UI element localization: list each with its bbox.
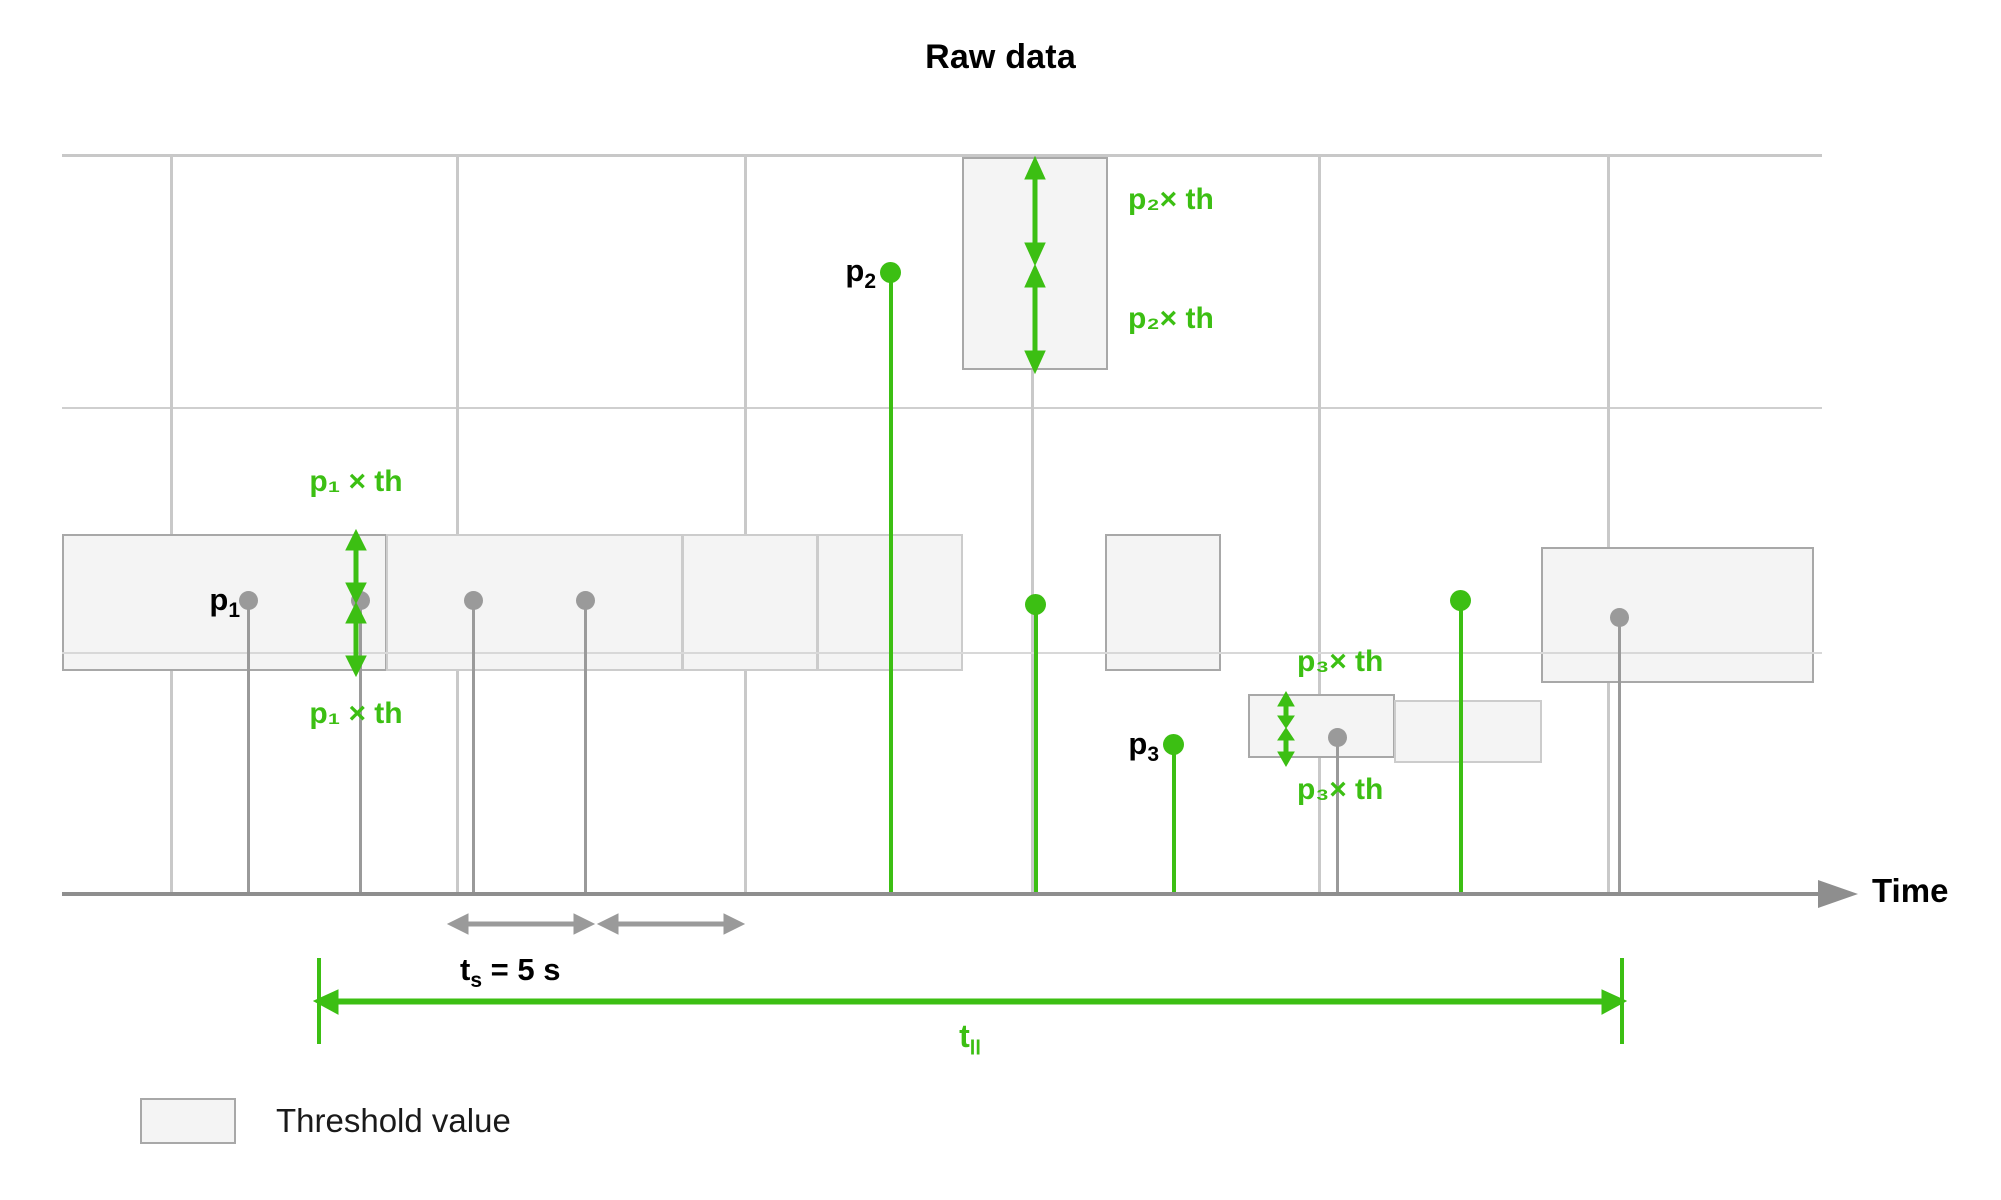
arrow-p1-threshold [345, 528, 367, 678]
label-p1-base: p [209, 582, 229, 617]
threshold-box-3 [682, 534, 818, 671]
label-p2-subscript: 2 [864, 270, 876, 294]
stem-peak-p2 [889, 272, 893, 894]
threshold-box-1 [62, 534, 387, 671]
stem-point-1 [247, 600, 250, 894]
threshold-box-7 [1541, 547, 1814, 683]
time-axis-arrowhead [1818, 880, 1858, 908]
stem-peak-4 [1459, 600, 1463, 894]
threshold-box-6 [1105, 534, 1221, 671]
gridline-vertical-6 [1607, 155, 1610, 895]
label-p3-th-top: p₃× th [1297, 645, 1384, 678]
label-p1-th-bottom: p₁ × th [309, 697, 403, 730]
label-p3-th-bottom: p₃× th [1297, 773, 1384, 806]
time-axis-label: Time [1872, 872, 1949, 909]
legend-label-threshold: Threshold value [276, 1102, 511, 1139]
arrow-p2-threshold [1024, 155, 1046, 375]
data-point-p1 [239, 591, 258, 610]
gridline-horizontal-2 [62, 407, 1822, 409]
threshold-box-p3-left [1248, 694, 1395, 758]
ts-measure-arrows [446, 913, 746, 935]
gridline-vertical-5 [1318, 155, 1321, 895]
label-p2: p2 [845, 253, 876, 294]
stem-peak-2 [1034, 604, 1038, 894]
gridline-vertical-3 [744, 155, 747, 895]
gridline-horizontal-top [62, 154, 1822, 157]
stem-point-3 [472, 600, 475, 894]
stem-peak-p3 [1172, 744, 1176, 894]
label-p1-th-top: p₁ × th [309, 465, 403, 498]
label-p2-th-bottom: p₂× th [1128, 302, 1214, 335]
label-p2-base: p [845, 253, 865, 288]
arrow-p3-threshold [1277, 690, 1295, 768]
tll-measure-arrow [312, 989, 1628, 1015]
legend: Threshold value [140, 1098, 511, 1144]
tll-label-subscript: ll [969, 1037, 981, 1060]
gridline-vertical-4 [1031, 155, 1034, 895]
data-point-peak-2 [1025, 594, 1046, 615]
gridline-horizontal-3 [62, 652, 1822, 654]
threshold-box-p3-right [1394, 700, 1542, 763]
data-point-4 [576, 591, 595, 610]
legend-swatch-threshold [140, 1098, 236, 1144]
ts-label-base: t [460, 952, 471, 987]
label-p1: p1 [209, 582, 240, 623]
threshold-box-2 [386, 534, 683, 671]
time-axis-line [62, 892, 1822, 896]
label-p1-subscript: 1 [228, 599, 240, 623]
ts-label-subscript: s [470, 969, 483, 993]
ts-label: ts = 5 s [460, 952, 560, 993]
ts-label-value: = 5 s [482, 952, 561, 987]
data-point-p2 [880, 262, 901, 283]
label-p3-base: p [1128, 726, 1148, 761]
data-point-5 [1328, 728, 1347, 747]
label-p3-subscript: 3 [1147, 743, 1159, 767]
tll-label: tll [959, 1018, 981, 1060]
label-p3: p3 [1128, 726, 1159, 767]
data-point-3 [464, 591, 483, 610]
data-point-peak-4 [1450, 590, 1471, 611]
stem-point-5 [1336, 737, 1339, 894]
data-point-6 [1610, 608, 1629, 627]
stem-point-6 [1618, 617, 1621, 894]
gridline-vertical-1 [170, 155, 173, 895]
stem-point-2 [359, 600, 362, 894]
stem-point-4 [584, 600, 587, 894]
tll-label-base: t [959, 1018, 970, 1054]
gridline-vertical-2 [456, 155, 459, 895]
label-p2-th-top: p₂× th [1128, 183, 1214, 216]
page-title: Raw data [925, 38, 1076, 76]
data-point-p3 [1163, 734, 1184, 755]
